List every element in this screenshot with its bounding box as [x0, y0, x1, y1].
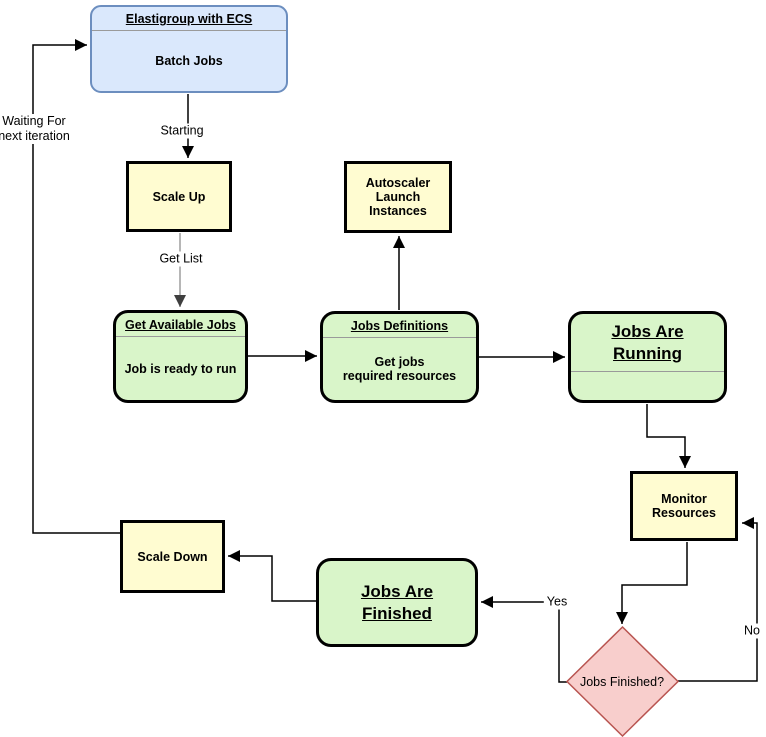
get-available-jobs-divider [116, 336, 245, 337]
monitor-resources-label: Monitor Resources [652, 492, 716, 520]
elastigroup-title: Elastigroup with ECS [125, 12, 253, 26]
edge-running-to-monitor [646, 404, 691, 468]
edge-monitor-to-decision [616, 542, 688, 624]
node-elastigroup: Elastigroup with ECS Batch Jobs [90, 5, 288, 93]
jobs-definitions-title: Jobs Definitions [350, 319, 449, 333]
autoscaler-label: Autoscaler Launch Instances [365, 176, 431, 218]
node-jobs-are-finished: Jobs Are Finished [316, 558, 478, 647]
elastigroup-body: Batch Jobs [155, 54, 223, 68]
edge-label-no: No [741, 623, 763, 639]
edge-finished-to-scale-down [228, 550, 316, 602]
edge-label-starting: Starting [157, 123, 207, 139]
jobs-definitions-body: Get jobs required resources [342, 355, 457, 383]
node-jobs-definitions: Jobs Definitions Get jobs required resou… [320, 311, 479, 403]
node-jobs-are-running: Jobs Are Running [568, 311, 727, 403]
scale-down-label: Scale Down [137, 549, 208, 564]
node-scale-up: Scale Up [126, 161, 232, 232]
decision-jobs-finished-shape [565, 625, 680, 737]
jobs-are-running-title-wrap: Jobs Are Running [571, 314, 724, 371]
decision-jobs-finished-label: Jobs Finished? [579, 675, 665, 689]
edge-no-loop [678, 517, 758, 682]
edge-yes [481, 596, 567, 683]
elastigroup-divider [92, 30, 286, 31]
node-autoscaler: Autoscaler Launch Instances [344, 161, 452, 233]
jobs-are-running-title: Jobs Are Running [611, 322, 684, 363]
node-monitor-resources: Monitor Resources [630, 471, 738, 541]
node-get-available-jobs: Get Available Jobs Job is ready to run [113, 310, 248, 403]
jobs-are-finished-title: Jobs Are Finished [360, 582, 434, 623]
scale-up-label: Scale Up [152, 189, 206, 204]
get-available-jobs-body: Job is ready to run [124, 361, 237, 376]
jobs-definitions-divider [323, 337, 476, 338]
jobs-are-running-divider [571, 371, 724, 372]
get-available-jobs-title: Get Available Jobs [125, 318, 236, 332]
edge-label-yes: Yes [543, 594, 571, 610]
edge-label-waiting: Waiting For next iteration [0, 114, 73, 144]
node-scale-down: Scale Down [120, 520, 225, 593]
edge-waiting-loop [32, 39, 120, 534]
edge-label-get-list: Get List [156, 251, 206, 267]
